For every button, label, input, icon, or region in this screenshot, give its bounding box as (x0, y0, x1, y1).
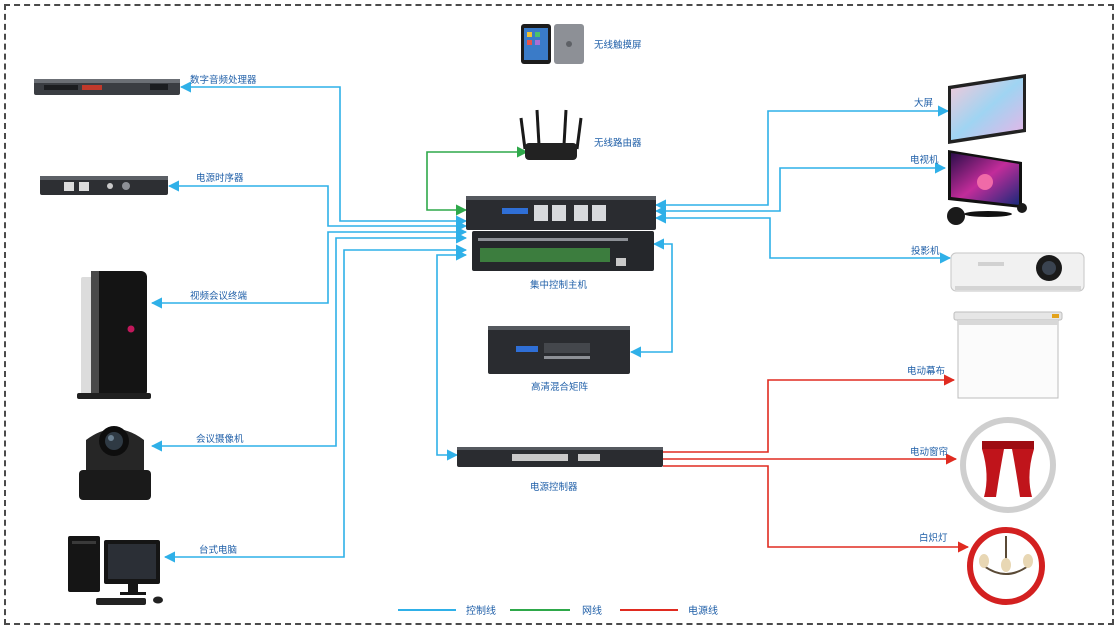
legend: 控制线 网线 电源线 (398, 604, 718, 617)
label-desktop: 台式电脑 (199, 544, 237, 556)
video-terminal-device (77, 271, 151, 399)
line-big-screen (654, 105, 950, 211)
label-tablet: 无线触摸屏 (594, 39, 642, 51)
controller-device (466, 196, 656, 271)
curtain-device (960, 417, 1056, 513)
label-dsp: 数字音频处理器 (190, 74, 257, 86)
motor-screen-device (953, 311, 1063, 399)
line-dsp (179, 81, 468, 227)
line-motor-screen (663, 374, 956, 453)
label-matrix: 高清混合矩阵 (531, 381, 589, 393)
label-camera: 会议摄像机 (196, 433, 244, 445)
line-router (426, 146, 529, 216)
dsp-device (34, 79, 180, 95)
projector-device (950, 252, 1085, 292)
legend-power-label: 电源线 (688, 604, 718, 617)
legend-network-label: 网线 (582, 604, 602, 617)
tv-device (947, 150, 1027, 225)
router-device (519, 109, 583, 160)
tablet-device (521, 24, 584, 64)
label-projector: 投影机 (911, 245, 940, 257)
power-lines (663, 374, 970, 553)
network-lines (426, 146, 529, 216)
label-router: 无线路由器 (594, 137, 642, 149)
lamp-device (967, 527, 1045, 605)
label-tv: 电视机 (910, 154, 939, 166)
diagram-frame (4, 4, 1114, 625)
label-video-terminal: 视频会议终端 (190, 290, 248, 302)
sequencer-device (40, 176, 168, 195)
line-camera (150, 232, 468, 452)
control-lines (150, 81, 952, 563)
line-power-controller (436, 249, 468, 461)
label-controller: 集中控制主机 (530, 279, 588, 291)
line-lamp (663, 465, 970, 553)
label-curtain: 电动窗帘 (910, 446, 948, 458)
desktop-device (68, 536, 163, 605)
line-matrix (629, 238, 673, 358)
label-sequencer: 电源时序器 (196, 172, 244, 184)
legend-control-label: 控制线 (466, 604, 496, 617)
label-big-screen: 大屏 (914, 97, 933, 109)
power-controller-device (457, 447, 663, 467)
line-projector (654, 212, 952, 264)
line-sequencer (167, 180, 468, 232)
big-screen-device (948, 74, 1026, 144)
line-tv (654, 162, 947, 217)
label-motor-screen: 电动幕布 (907, 365, 945, 377)
label-lamp: 白炽灯 (919, 532, 948, 544)
line-desktop (163, 244, 468, 563)
label-power-controller: 电源控制器 (530, 481, 578, 493)
camera-device (79, 426, 151, 500)
matrix-device (488, 326, 630, 374)
